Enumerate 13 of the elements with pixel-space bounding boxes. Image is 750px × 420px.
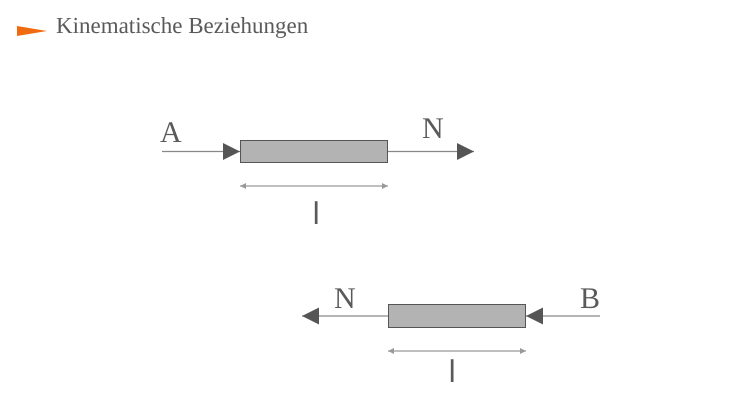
force-arrow [388,143,474,160]
force-label: N [334,284,356,314]
force-arrow [526,308,600,324]
force-label: N [422,114,444,144]
force-label: B [580,284,600,314]
bar [388,304,526,328]
length-label: l [448,358,456,388]
force-label: A [160,118,182,148]
force-arrow [302,308,388,324]
force-arrow [162,143,240,160]
title: Kinematische Beziehungen [56,14,308,37]
length-label: l [312,200,320,230]
bar [240,140,388,163]
